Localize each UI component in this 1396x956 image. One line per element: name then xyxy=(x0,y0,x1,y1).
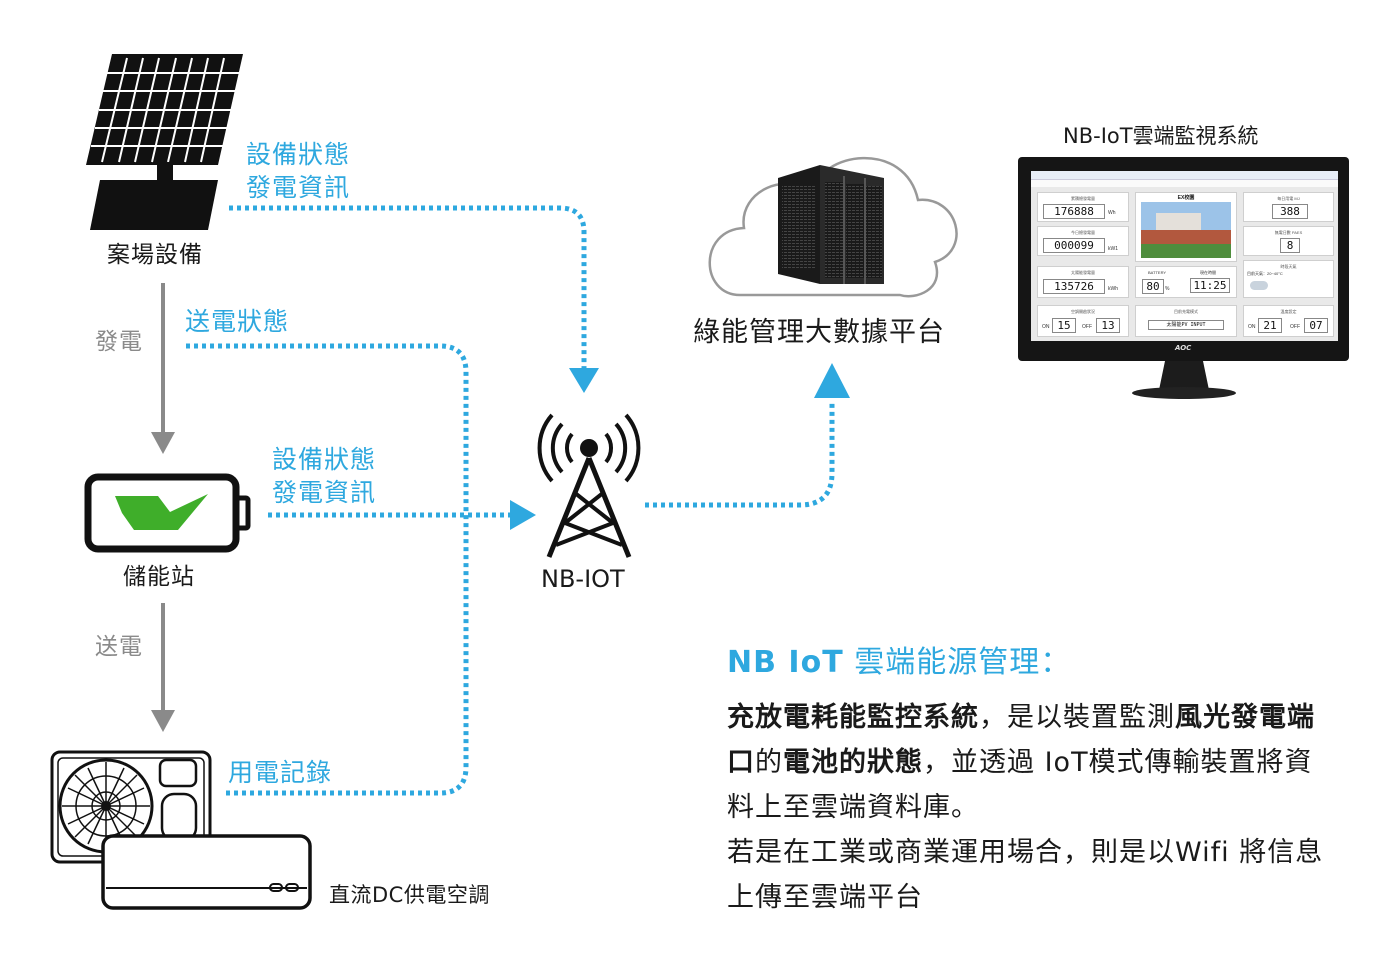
transmit-status-label: 送電狀態 xyxy=(185,307,290,336)
total-gen-value: 176888 xyxy=(1043,204,1105,219)
no-power-days-value: 8 xyxy=(1280,238,1300,253)
daily-use-card: 每日用電 MJ 388 xyxy=(1243,192,1334,222)
off-value: 13 xyxy=(1096,318,1120,333)
transmit-label: 送電 xyxy=(95,634,143,660)
monitor-brand-logo: AOC xyxy=(1175,344,1192,352)
usage-record-flow xyxy=(226,470,469,796)
solar-gen-info-label: 發電資訊 xyxy=(246,173,351,202)
weather-card: 時段天氣 目前天氣：20~40°C xyxy=(1243,260,1334,298)
weather-text: 目前天氣：20~40°C xyxy=(1247,271,1283,276)
total-gen-caption: 累積總發電量 xyxy=(1071,196,1095,201)
total-use-unit: kWh xyxy=(1108,286,1118,292)
no-power-days-caption: 無電日數 PAES xyxy=(1274,230,1303,235)
daily-use-value: 388 xyxy=(1272,204,1308,219)
total-gen-card: 累積總發電量 176888 Wh xyxy=(1037,192,1129,222)
description-title-rest: 雲端能源管理： xyxy=(843,645,1072,680)
no-power-days-card: 無電日數 PAES 8 xyxy=(1243,226,1334,256)
solar-status-label: 設備狀態 xyxy=(246,140,351,169)
today-gen-card: 今日總發電量 000099 kW1 xyxy=(1037,226,1129,256)
air-conditioner-icon xyxy=(50,750,312,910)
arrowhead-solar xyxy=(569,368,599,393)
arrowhead-storage xyxy=(510,500,536,530)
daily-use-caption: 每日用電 MJ xyxy=(1277,196,1300,201)
temp-setting-card: 溫度設定 ON 21 OFF 07 xyxy=(1243,305,1334,337)
temp-off-value: 07 xyxy=(1304,318,1328,333)
storage-station-label: 儲能站 xyxy=(123,564,195,590)
temp-on-label: ON xyxy=(1248,324,1256,330)
temp-off-label: OFF xyxy=(1290,324,1300,330)
monitor-screen: 累積總發電量 176888 Wh 今日總發電量 000099 kW1 太陽能發電… xyxy=(1031,171,1338,341)
battery-unit: % xyxy=(1165,286,1170,292)
total-gen-unit: Wh xyxy=(1108,210,1116,216)
monitor-title: NB-IoT雲端監視系統 xyxy=(1063,124,1259,148)
lightning-bolt-icon xyxy=(115,494,208,530)
charge-mode-value: 太陽能PV INPUT xyxy=(1148,320,1224,330)
battery-time-card: BATTERY 80 % 現在時間 11:25 xyxy=(1135,266,1237,298)
weather-caption: 時段天氣 xyxy=(1280,264,1297,269)
campus-photo-card: EX校園 xyxy=(1135,192,1237,262)
campus-field xyxy=(1141,244,1231,258)
solar-panel-icon xyxy=(86,54,243,230)
total-use-caption: 太陽能發電量 xyxy=(1071,270,1095,275)
storage-gen-info-label: 發電資訊 xyxy=(272,478,377,507)
description-paragraph-2: 若是在工業或商業運用場合，則是以Wifi 將信息上傳至雲端平台 xyxy=(727,837,1324,913)
time-value: 11:25 xyxy=(1190,278,1230,293)
on-value: 15 xyxy=(1052,318,1076,333)
cloud-platform-label: 綠能管理大數據平台 xyxy=(693,317,945,348)
flow-lines xyxy=(186,205,835,796)
nbiot-tower-icon xyxy=(537,413,641,558)
charge-mode-card: 目前充電模式 太陽能PV INPUT xyxy=(1135,305,1237,337)
desc-bold-1: 充放電耗能監控系統 xyxy=(727,702,979,733)
temp-on-value: 21 xyxy=(1258,318,1282,333)
transmit-status-flow xyxy=(186,343,469,470)
today-gen-unit: kW1 xyxy=(1108,246,1118,252)
generate-arrow xyxy=(151,283,175,454)
today-gen-caption: 今日總發電量 xyxy=(1071,230,1095,235)
today-gen-value: 000099 xyxy=(1043,238,1105,253)
off-label: OFF xyxy=(1082,324,1092,330)
solar-to-nbiot-flow xyxy=(229,205,587,368)
battery-value: 80 xyxy=(1142,279,1164,294)
transmit-arrow xyxy=(151,603,175,732)
storage-status-label: 設備狀態 xyxy=(272,445,377,474)
desc-text-3: ，並透過 IoT模式傳輸裝置將資料上至雲端資料庫。 xyxy=(727,747,1313,823)
browser-tab-bar xyxy=(1031,171,1338,180)
time-caption: 現在時間 xyxy=(1200,270,1216,275)
desc-bold-3: 電池的狀態 xyxy=(783,747,923,778)
desc-bold-2: 風光發電端口 xyxy=(727,702,1315,778)
description-title-bold: NB IoT xyxy=(727,645,844,680)
usage-record-label: 用電記錄 xyxy=(228,758,333,787)
generate-label: 發電 xyxy=(95,329,143,355)
site-equipment-label: 案場設備 xyxy=(107,242,203,268)
total-use-value: 135726 xyxy=(1043,279,1105,294)
charge-mode-caption: 目前充電模式 xyxy=(1174,309,1198,314)
temp-setting-caption: 溫度設定 xyxy=(1280,309,1297,314)
server-rack-icon xyxy=(778,165,884,284)
nbiot-to-cloud-flow xyxy=(645,400,835,508)
cloud-weather-icon xyxy=(1250,281,1268,290)
arrowhead-cloud xyxy=(814,363,850,398)
description-paragraph-1: 充放電耗能監控系統，是以裝置監測風光發電端口的電池的狀態，並透過 IoT模式傳輸… xyxy=(727,695,1337,830)
description-title: NB IoT 雲端能源管理： xyxy=(727,637,1071,681)
aircon-status-caption: 空調開啟狀況 xyxy=(1071,309,1095,314)
on-label: ON xyxy=(1042,324,1050,330)
desc-text-2: 的 xyxy=(755,747,783,778)
aircon-status-card: 空調開啟狀況 ON 15 OFF 13 xyxy=(1037,305,1129,337)
total-use-card: 太陽能發電量 135726 kWh xyxy=(1037,266,1129,298)
desc-text-1: ，是以裝置監測 xyxy=(979,702,1175,733)
description-body: 充放電耗能監控系統，是以裝置監測風光發電端口的電池的狀態，並透過 IoT模式傳輸… xyxy=(727,695,1337,920)
campus-track xyxy=(1141,230,1231,244)
nbiot-label: NB-IOT xyxy=(541,565,625,593)
dc-aircon-label: 直流DC供電空調 xyxy=(329,883,490,907)
campus-building xyxy=(1156,213,1201,231)
battery-caption: BATTERY xyxy=(1148,270,1167,275)
campus-photo-title: EX校園 xyxy=(1177,195,1195,201)
battery-icon xyxy=(84,473,251,553)
